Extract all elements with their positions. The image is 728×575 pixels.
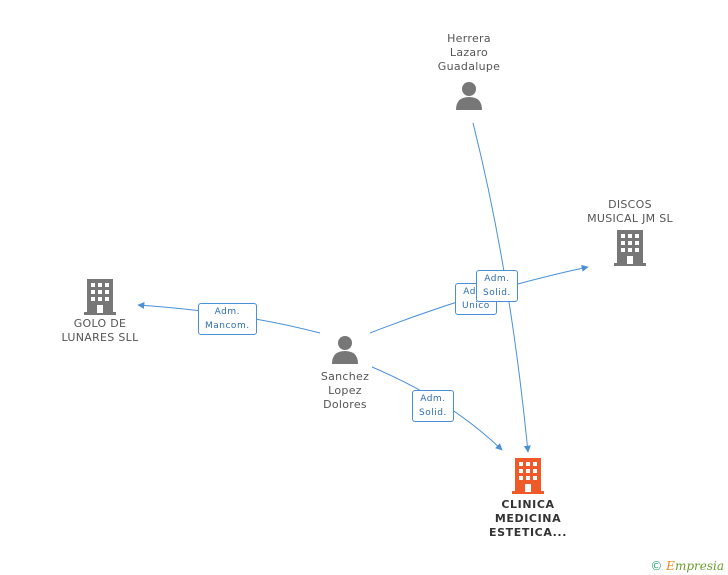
node-herrera[interactable]: Herrera Lazaro Guadalupe: [419, 32, 519, 110]
edge-label-sanchez-golo[interactable]: Adm. Mancom.: [198, 303, 257, 335]
building-icon: [512, 458, 544, 494]
edge-label-sanchez-clinica[interactable]: Adm. Solid.: [412, 390, 454, 422]
building-icon: [84, 279, 116, 315]
node-sanchez[interactable]: Sanchez Lopez Dolores: [295, 334, 395, 412]
node-clinica-label: CLINICA MEDICINA ESTETICA...: [489, 498, 567, 539]
node-discos-label: DISCOS MUSICAL JM SL: [587, 198, 673, 225]
node-sanchez-label: Sanchez Lopez Dolores: [320, 370, 370, 411]
person-icon: [456, 82, 482, 110]
node-clinica[interactable]: CLINICA MEDICINA ESTETICA...: [478, 458, 578, 540]
building-icon: [614, 230, 646, 266]
edge-label-herrera-clinica[interactable]: Adm. Solid.: [476, 270, 518, 302]
node-herrera-label: Herrera Lazaro Guadalupe: [437, 32, 501, 73]
person-icon: [332, 336, 358, 364]
brand-logo: Empresia: [666, 559, 724, 573]
copyright-icon: ©: [650, 559, 663, 573]
empresia-watermark: © Empresia: [650, 559, 724, 573]
node-discos[interactable]: DISCOS MUSICAL JM SL: [570, 198, 690, 266]
node-golo[interactable]: GOLO DE LUNARES SLL: [45, 279, 155, 345]
node-golo-label: GOLO DE LUNARES SLL: [61, 317, 139, 344]
